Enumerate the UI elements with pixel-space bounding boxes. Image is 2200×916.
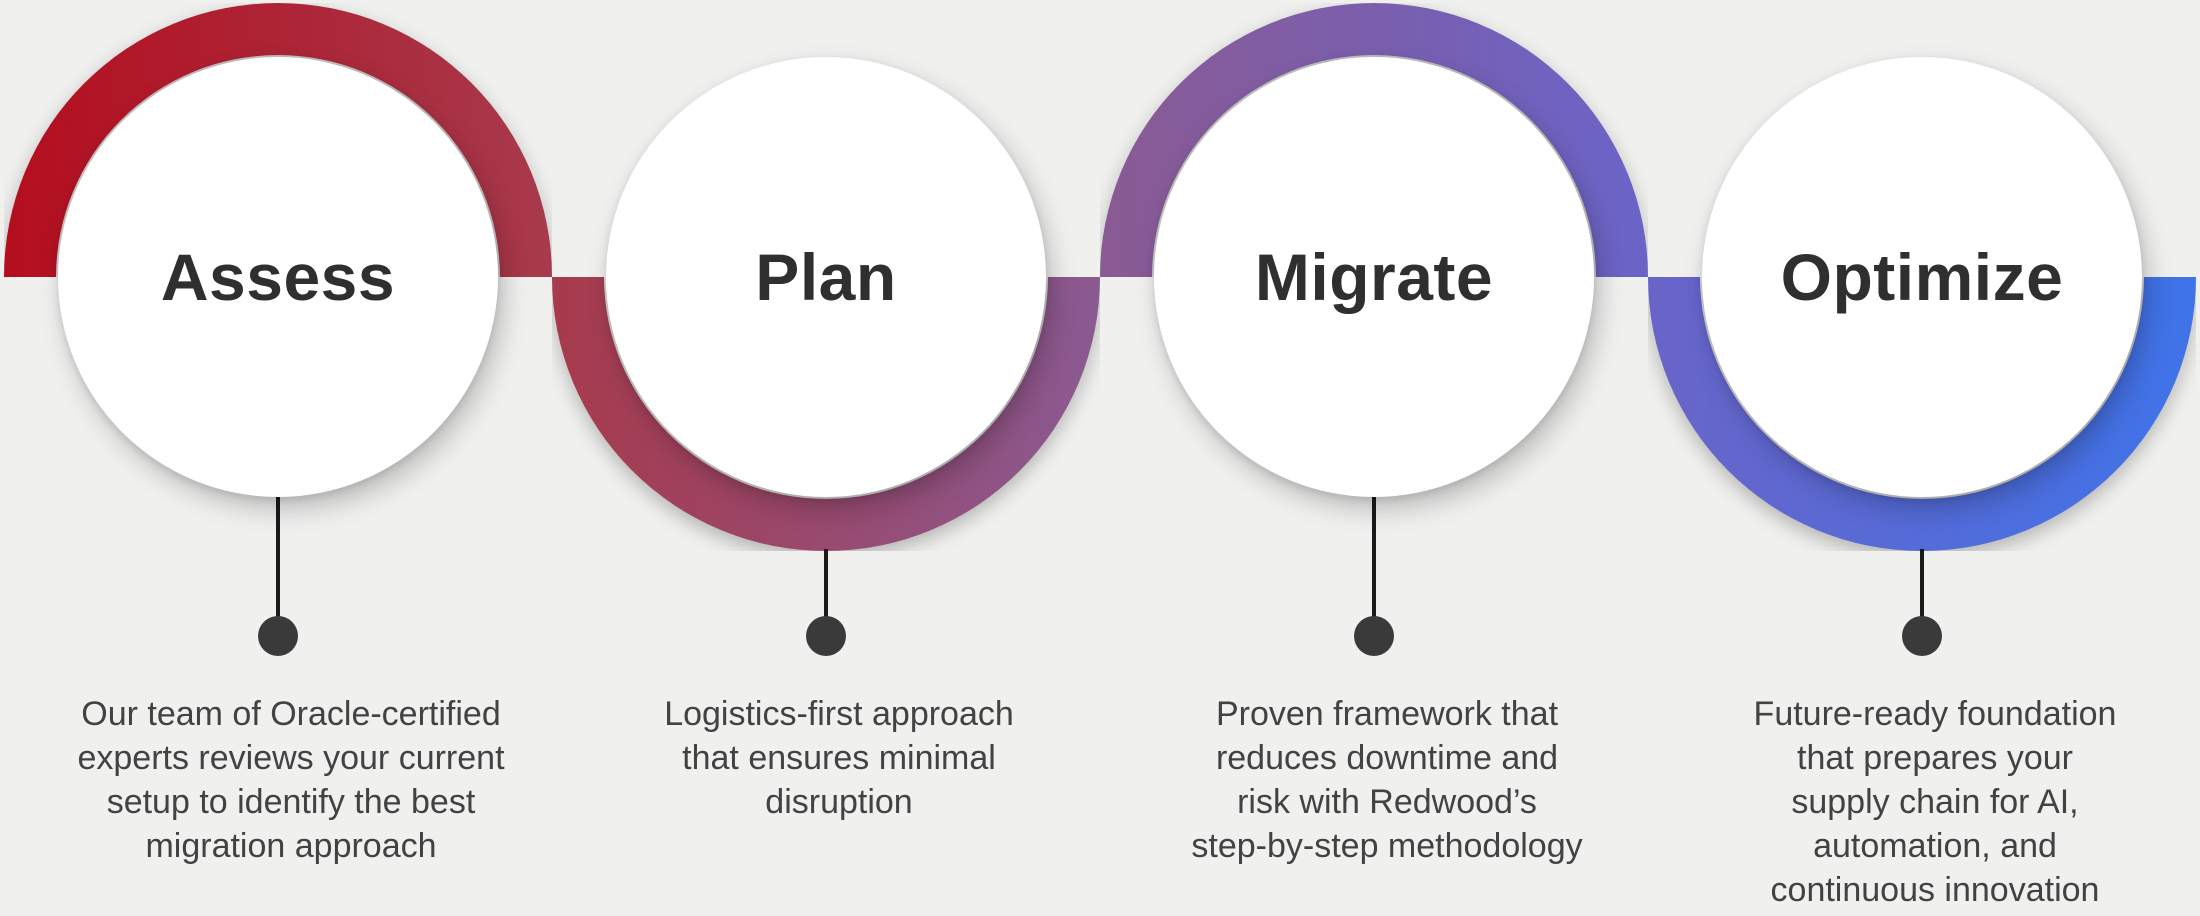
step-description: Our team of Oracle-certified experts rev… (77, 695, 505, 865)
step-label: Plan (755, 240, 897, 314)
step-label: Migrate (1254, 240, 1494, 314)
arc-segment (552, 277, 1100, 551)
step-circle: Assess (58, 57, 498, 497)
connector-dot (258, 616, 298, 656)
connector-line (824, 549, 828, 636)
step-description: Logistics-first approach that ensures mi… (664, 695, 1014, 821)
connector-dot (1902, 616, 1942, 656)
connector-dot (1354, 616, 1394, 656)
connector-line (1372, 495, 1376, 636)
step-description: Future-ready foundation that prepares yo… (1753, 695, 2117, 909)
arc-segment (1100, 3, 1648, 277)
step-description: Proven framework that reduces downtime a… (1191, 695, 1583, 865)
step-label: Assess (160, 240, 396, 314)
step-label: Optimize (1780, 240, 2064, 314)
step-circle: Migrate (1154, 57, 1594, 497)
step-circle: Optimize (1702, 57, 2142, 497)
connector-dot (806, 616, 846, 656)
connector-line (276, 495, 280, 636)
arc-segment (4, 3, 552, 277)
arc-segment (1648, 277, 2196, 551)
connector-line (1920, 549, 1924, 636)
step-circle: Plan (606, 57, 1046, 497)
